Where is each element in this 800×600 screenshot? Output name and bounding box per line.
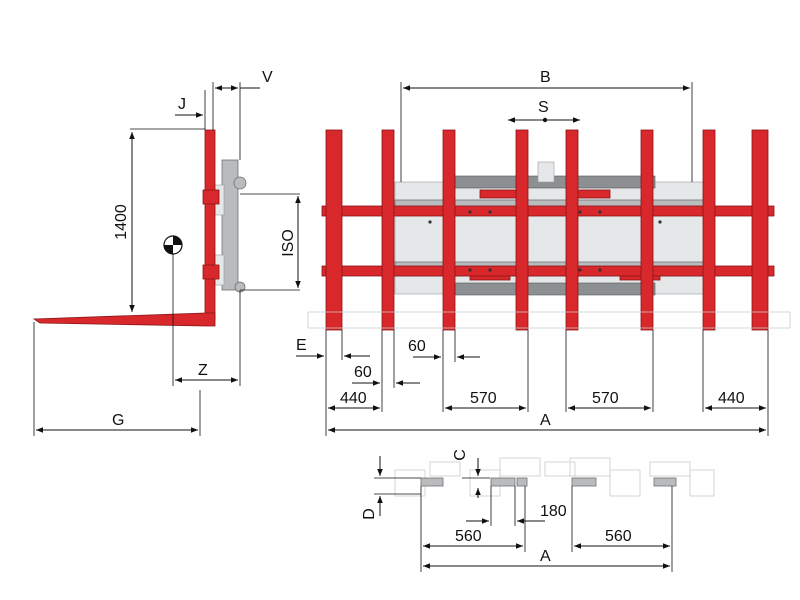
- front-fork-bar-top: [321, 205, 775, 217]
- dim-60-upper-label: 60: [408, 338, 426, 355]
- front-fork-4: [515, 129, 529, 331]
- front-fork-2: [381, 129, 395, 331]
- dim-B-label: B: [540, 69, 551, 86]
- dim-1400-label: 1400: [113, 204, 130, 240]
- side-fork-hook-bottom: [202, 264, 220, 280]
- front-fork-6: [640, 129, 654, 331]
- side-pin-upper: [233, 176, 247, 190]
- center-of-gravity-icon: [163, 235, 183, 255]
- front-fork-bar-bottom: [321, 265, 775, 277]
- dim-570-right-label: 570: [592, 390, 619, 407]
- front-view: B S E 60 60 440 570 570: [296, 69, 791, 436]
- front-fork-1: [325, 129, 343, 331]
- front-fork-3: [442, 129, 456, 331]
- dim-440-left-label: 440: [340, 390, 367, 407]
- dim-D-label: D: [361, 508, 378, 520]
- front-bottom-cylinder: [454, 282, 656, 296]
- dim-C-label: C: [452, 449, 469, 461]
- dim-V-label: V: [262, 69, 273, 86]
- dim-J-label: J: [178, 96, 186, 113]
- side-carriage-plate: [221, 159, 239, 291]
- front-ghost-pallet: [307, 311, 791, 329]
- dim-440-right-label: 440: [718, 390, 745, 407]
- front-fork-5: [565, 129, 579, 331]
- side-fork-blade: [32, 312, 216, 327]
- dim-A-bottom-label: A: [540, 548, 551, 565]
- front-fork-8: [751, 129, 769, 331]
- bottom-fork-sections: [420, 477, 677, 487]
- dim-G-label: G: [112, 412, 124, 429]
- dim-ISO-label: ISO: [280, 229, 297, 257]
- front-bolts: [428, 210, 662, 272]
- dim-560-left-label: 560: [455, 528, 482, 545]
- front-top-cylinder: [454, 175, 656, 189]
- side-fork-hook-top: [202, 189, 220, 205]
- front-center-hook: [537, 161, 555, 183]
- bottom-ghost-pallet: [394, 457, 715, 497]
- dim-Z-label: Z: [198, 362, 208, 379]
- side-view: 1400 J V ISO Z G: [32, 69, 301, 436]
- bottom-view: C D 180 560 560 A: [361, 449, 715, 572]
- dim-E-label: E: [296, 337, 307, 354]
- dim-560-right-label: 560: [605, 528, 632, 545]
- dim-60-lower-label: 60: [354, 364, 372, 381]
- side-fork-shank: [204, 129, 216, 321]
- dim-A-front-label: A: [540, 412, 551, 429]
- dim-180-label: 180: [540, 503, 567, 520]
- front-fork-7: [702, 129, 716, 331]
- dim-S-label: S: [538, 99, 549, 116]
- front-red-cylinder-1: [479, 189, 521, 199]
- dim-570-left-label: 570: [470, 390, 497, 407]
